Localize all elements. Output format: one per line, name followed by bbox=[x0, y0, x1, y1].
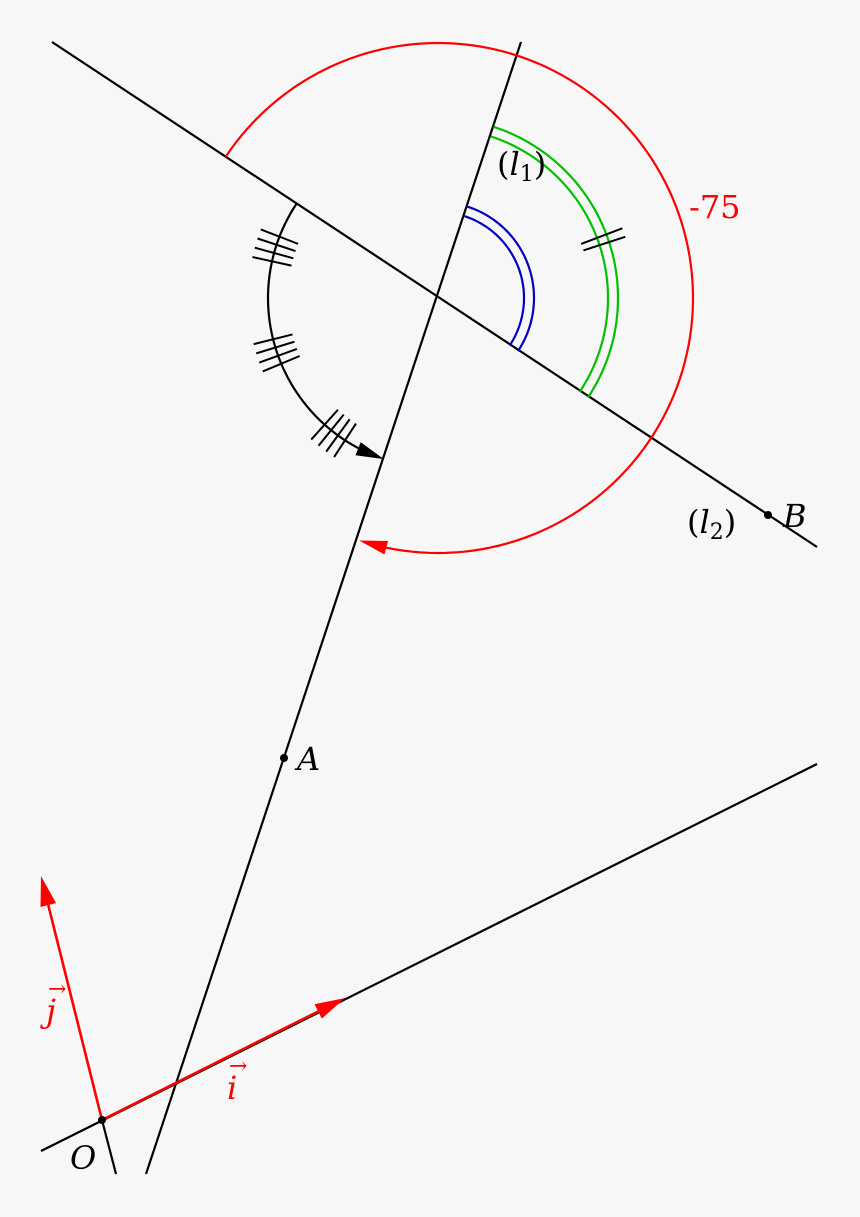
label-vector-i-letter: i bbox=[227, 1069, 238, 1107]
point-A bbox=[280, 754, 288, 762]
label-l2-sub: 2 bbox=[709, 520, 724, 545]
label-point-O: O bbox=[70, 1139, 97, 1177]
label-angle-value: -75 bbox=[689, 188, 741, 226]
label-point-A: A bbox=[297, 740, 321, 778]
paren-close: ) bbox=[723, 503, 737, 541]
black-arc-tick-mark bbox=[255, 340, 295, 355]
label-vector-i: →i bbox=[227, 1056, 247, 1107]
line-axis-j-stub bbox=[100, 1119, 118, 1175]
label-l1: (l1) bbox=[497, 148, 546, 186]
point-B bbox=[764, 511, 772, 519]
label-l2: (l2) bbox=[687, 506, 736, 544]
black-arc-tick-mark bbox=[260, 228, 299, 245]
vectors-group bbox=[40, 876, 345, 1122]
label-vector-j-letter: j bbox=[46, 992, 56, 1030]
label-l1-base: l bbox=[509, 145, 520, 183]
points-group bbox=[98, 511, 772, 1124]
line-l2 bbox=[51, 41, 818, 548]
label-l2-base: l bbox=[699, 503, 710, 541]
label-vector-j: →j bbox=[46, 979, 66, 1030]
paren-open: ( bbox=[687, 503, 700, 541]
black-arc-tick-mark bbox=[253, 333, 293, 346]
paren-open: ( bbox=[497, 145, 510, 183]
vector-j bbox=[45, 898, 104, 1121]
black-arc-tick-mark bbox=[333, 423, 357, 458]
green-arc-1 bbox=[490, 135, 610, 393]
black-arc-tick-mark bbox=[310, 409, 339, 441]
red-angle-arc bbox=[224, 41, 695, 555]
paren-close: ) bbox=[533, 145, 547, 183]
black-arc-arrowhead-icon bbox=[355, 442, 385, 460]
green-arc-tick-mark bbox=[580, 227, 623, 245]
black-arc-tick-mark bbox=[325, 418, 351, 453]
green-arc-2 bbox=[493, 125, 620, 399]
blue-arc-1 bbox=[464, 215, 526, 347]
blue-arc-2 bbox=[467, 205, 536, 352]
point-O bbox=[98, 1116, 106, 1124]
black-arc-tick-mark bbox=[258, 347, 298, 364]
red-arc-arrowhead-icon bbox=[359, 540, 389, 555]
black-arc-tick-mark bbox=[317, 414, 345, 447]
vector-arrow-icon: → bbox=[48, 977, 67, 1002]
arcs-group bbox=[224, 41, 695, 555]
black-arc-tick-mark bbox=[252, 256, 292, 267]
label-point-B: B bbox=[783, 497, 807, 535]
vector-i bbox=[101, 1007, 325, 1122]
line-l1 bbox=[144, 41, 523, 1175]
black-arc-tick-mark bbox=[254, 246, 294, 260]
black-arc-tick-mark bbox=[262, 355, 301, 373]
vector-i-arrowhead-icon bbox=[314, 998, 345, 1019]
black-angle-arc bbox=[266, 203, 374, 457]
vector-arrow-icon: → bbox=[229, 1054, 248, 1079]
vector-j-arrowhead-icon bbox=[40, 876, 57, 908]
green-arc-tick-mark bbox=[583, 235, 626, 252]
label-l1-sub: 1 bbox=[519, 162, 534, 187]
black-arc-tick-mark bbox=[257, 237, 296, 252]
